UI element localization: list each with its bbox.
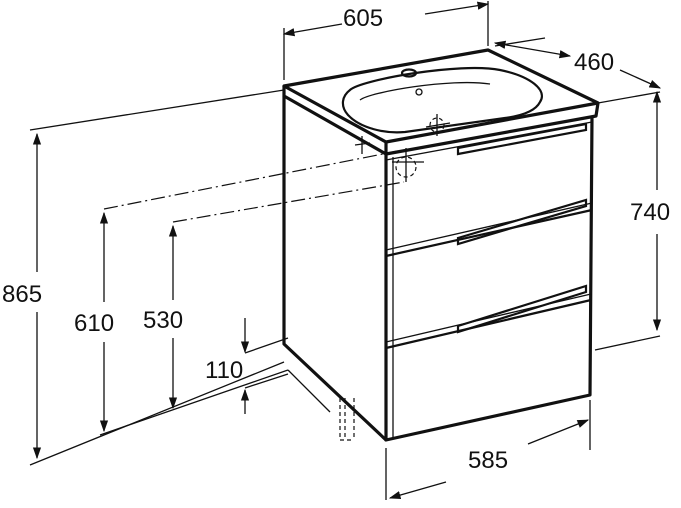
countertop-front-edge	[282, 86, 388, 156]
waste-marker-3	[354, 136, 371, 154]
projection-line-530	[172, 181, 405, 223]
cabinet-side	[282, 96, 388, 442]
waste-marker-2	[425, 114, 451, 136]
label-865: 865	[2, 281, 42, 308]
cabinet-front	[384, 115, 594, 442]
drawer-divider-1	[385, 208, 593, 258]
basin	[341, 66, 543, 134]
dim-585: 585	[388, 419, 590, 500]
waste-marker-1	[392, 148, 424, 182]
drawer-handle-2	[456, 198, 588, 246]
waste-pipe	[339, 398, 355, 441]
drawer-divider-2	[385, 298, 592, 350]
label-530: 530	[143, 307, 183, 334]
dim-460: 460	[493, 40, 662, 89]
dim-865: 865	[2, 132, 42, 460]
tap-hole	[400, 68, 418, 78]
label-740: 740	[630, 199, 670, 226]
projection-line-610	[103, 150, 399, 210]
dim-610: 610	[74, 211, 114, 433]
dim-605: 605	[282, 1, 490, 37]
label-610: 610	[74, 310, 114, 337]
dim-110: 110	[205, 318, 250, 414]
drawer-handle-1	[456, 122, 588, 156]
dim-740: 740	[630, 90, 670, 332]
label-110: 110	[205, 357, 243, 384]
label-605: 605	[343, 5, 383, 32]
cabinet	[282, 48, 600, 442]
drawer-handle-3	[456, 284, 588, 334]
label-585: 585	[468, 447, 508, 474]
countertop-top-face	[282, 48, 600, 144]
label-460: 460	[574, 49, 614, 76]
dim-530: 530	[143, 224, 183, 410]
